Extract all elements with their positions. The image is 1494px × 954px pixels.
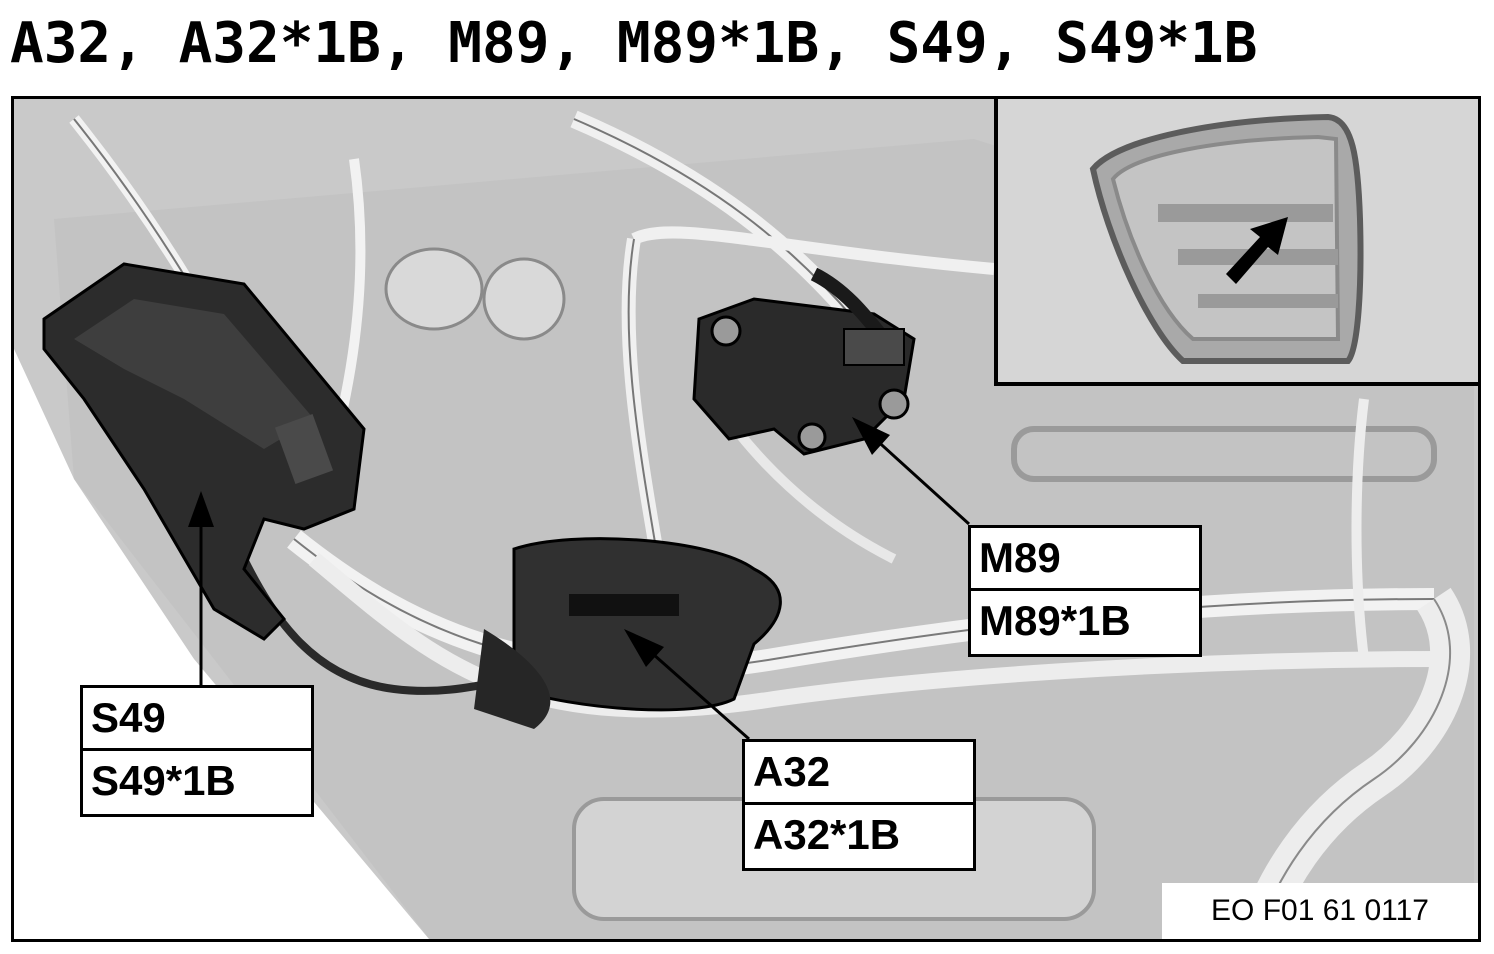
wire: [631, 226, 995, 275]
motor-connector: [843, 328, 905, 366]
page-title: A32, A32*1B, M89, M89*1B, S49, S49*1B: [10, 11, 1258, 76]
callout-s49: S49 S49*1B: [80, 685, 314, 817]
panel-opening: [482, 257, 566, 341]
module-a32: [512, 537, 782, 712]
panel-rib: [1011, 426, 1437, 482]
mount-bolt: [797, 422, 827, 452]
mount-bolt: [710, 315, 742, 347]
callout-s49-label: S49: [91, 694, 166, 741]
location-inset: [994, 99, 1478, 386]
panel-opening: [384, 247, 484, 331]
arrowhead-s49: [188, 491, 214, 527]
switch-block-face: [74, 299, 314, 449]
module-a32-mount: [474, 629, 551, 729]
wire: [308, 552, 1445, 718]
reference-code: EO F01 61 0117: [1162, 883, 1478, 939]
callout-m89: M89 M89*1B: [968, 525, 1202, 657]
wire: [1351, 398, 1369, 660]
door-inner: [1110, 134, 1341, 341]
callout-a32: A32 A32*1B: [742, 739, 976, 871]
mount-bolt: [878, 388, 910, 420]
location-arrow-icon: [1226, 217, 1288, 284]
module-a32-slot: [569, 594, 679, 616]
door-panel-illustration: M89 M89*1B A32 A32*1B S49 S49*1B EO F01 …: [11, 96, 1481, 942]
door-trim: [1158, 204, 1333, 222]
arrowhead-m89: [852, 417, 890, 455]
vehicle-door-thumbnail: [1089, 113, 1364, 364]
callout-a32-variant: A32*1B: [745, 802, 973, 865]
connector: [274, 413, 334, 485]
callout-m89-label: M89: [979, 534, 1061, 581]
callout-s49-variant: S49*1B: [83, 748, 311, 811]
callout-a32-label: A32: [753, 748, 831, 795]
arrowhead-a32: [624, 629, 664, 667]
door-trim: [1198, 294, 1338, 308]
wire-outline: [293, 538, 1435, 671]
callout-m89-variant: M89*1B: [971, 588, 1199, 651]
